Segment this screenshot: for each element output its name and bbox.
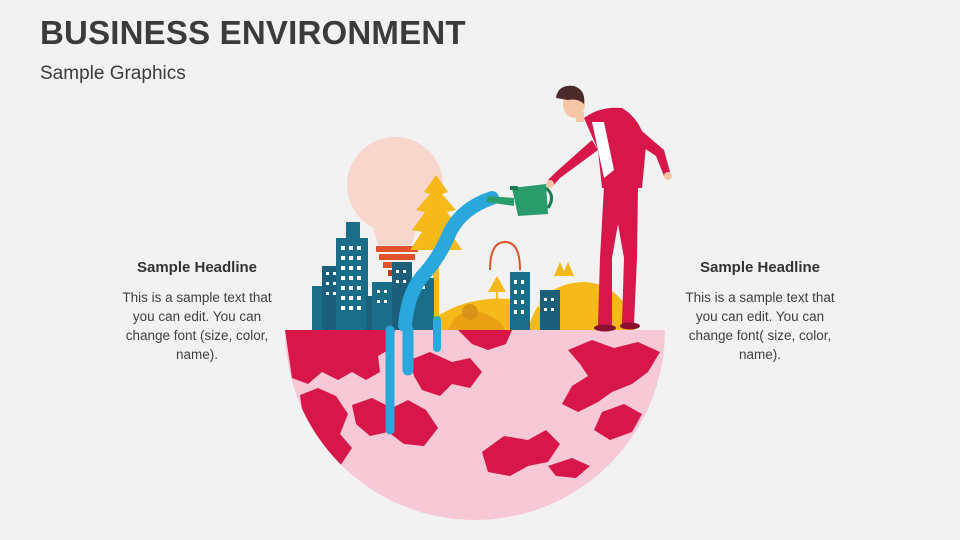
slide-title: BUSINESS ENVIRONMENT <box>40 14 466 51</box>
city-buildings-right <box>488 240 574 330</box>
city-buildings-left <box>312 222 434 330</box>
watering-can <box>486 184 553 216</box>
right-headline: Sample Headline <box>699 259 821 276</box>
left-body-text: This is a sample text that you can edit.… <box>122 290 272 362</box>
half-globe <box>285 330 665 520</box>
slide-subtitle: Sample Graphics <box>40 63 186 84</box>
businessman <box>546 85 672 332</box>
left-text-block: Sample Headline This is a sample text th… <box>112 259 282 364</box>
globe-continents <box>285 330 660 478</box>
left-headline: Sample Headline <box>136 259 258 276</box>
water-stream <box>385 191 499 435</box>
right-text-block: Sample Headline This is a sample text th… <box>675 259 845 364</box>
right-body-text: This is a sample text that you can edit.… <box>685 290 835 362</box>
